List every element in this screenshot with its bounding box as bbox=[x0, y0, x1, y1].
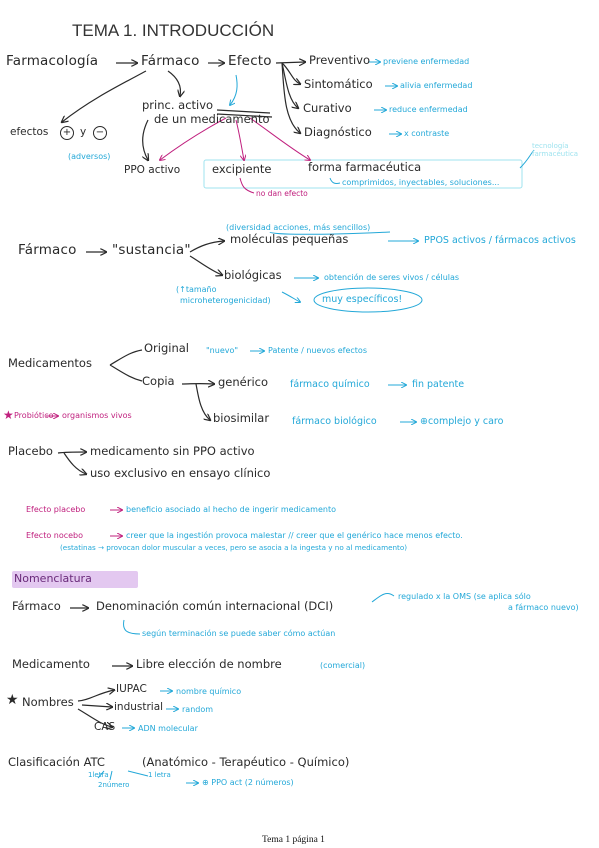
biosimilar-result: ⊕complejo y caro bbox=[420, 416, 504, 427]
effect-desc: reduce enfermedad bbox=[389, 105, 468, 114]
forma-farmaceutica-label: forma farmacéutica bbox=[308, 160, 422, 174]
page-footer: Tema 1 página 1 bbox=[262, 835, 325, 845]
nomenclatura-heading: Nomenclatura bbox=[14, 572, 92, 585]
name-type: industrial bbox=[114, 701, 164, 713]
princ-activo-line2: de un medicamento bbox=[154, 112, 270, 126]
dci-label: Denominación común internacional (DCI) bbox=[96, 599, 334, 613]
atc-letra-2: 1 letra bbox=[148, 771, 171, 779]
sustancia-label: "sustancia" bbox=[112, 242, 191, 258]
placebo-label: Placebo bbox=[8, 444, 53, 458]
effect-desc: x contraste bbox=[404, 129, 450, 138]
plus-circle-icon: + bbox=[60, 126, 74, 140]
moleculas-desc: PPOS activos / fármacos activos bbox=[424, 235, 576, 246]
moleculas-label: moléculas pequeñas bbox=[230, 232, 349, 246]
forma-ejemplos: comprimidos, inyectables, soluciones... bbox=[342, 178, 500, 187]
atc-explanation: (Anatómico - Terapéutico - Químico) bbox=[142, 755, 350, 769]
efectos-label: efectos bbox=[10, 126, 49, 138]
adversos-note: (adversos) bbox=[68, 152, 111, 161]
biosimilar-label: biosimilar bbox=[213, 411, 270, 425]
muy-especificos-note: muy específicos! bbox=[322, 294, 403, 305]
atc-letra: 1letra bbox=[88, 771, 109, 779]
atc-numero: 2número bbox=[98, 781, 130, 789]
farmaco-label-2: Fármaco bbox=[18, 242, 77, 258]
dci-note-3: según terminación se puede saber cómo ac… bbox=[142, 629, 336, 638]
libre-eleccion-label: Libre elección de nombre bbox=[136, 657, 282, 671]
effect-desc: previene enfermedad bbox=[383, 57, 470, 66]
copia-label: Copia bbox=[142, 374, 175, 388]
effect-name: Sintomático bbox=[304, 77, 373, 91]
name-type-desc: nombre químico bbox=[176, 687, 242, 696]
farmacologia-label: Farmacología bbox=[6, 53, 99, 69]
generico-label: genérico bbox=[218, 375, 269, 389]
medicamentos-label: Medicamentos bbox=[8, 356, 92, 370]
atc-ppo: ⊕ PPO act (2 números) bbox=[202, 778, 294, 787]
effect-desc: alivia enfermedad bbox=[400, 81, 473, 90]
effect-name: Preventivo bbox=[309, 53, 370, 67]
efecto-nocebo-label: Efecto nocebo bbox=[26, 531, 84, 540]
nuevo-note: "nuevo" bbox=[206, 346, 239, 355]
probiotico-desc: organismos vivos bbox=[62, 411, 132, 420]
nombres-label: Nombres bbox=[22, 695, 74, 709]
original-desc: Patente / nuevos efectos bbox=[268, 346, 367, 355]
efecto-label: Efecto bbox=[228, 53, 272, 69]
generico-desc: fármaco químico bbox=[290, 379, 370, 390]
efecto-placebo-desc: beneficio asociado al hecho de ingerir m… bbox=[126, 505, 336, 514]
no-dan-efecto-note: no dan efecto bbox=[256, 189, 308, 198]
tamano-note-2: microheterogenicidad) bbox=[180, 296, 271, 305]
placebo-line-2: uso exclusivo en ensayo clínico bbox=[90, 466, 271, 480]
y-label: y bbox=[80, 126, 87, 138]
efecto-nocebo-note: (estatinas → provocan dolor muscular a v… bbox=[60, 543, 408, 552]
name-type: IUPAC bbox=[116, 683, 147, 695]
dci-note-2: a fármaco nuevo) bbox=[508, 603, 579, 612]
excipiente-label: excipiente bbox=[212, 162, 272, 176]
farmaco-label-3: Fármaco bbox=[12, 599, 61, 613]
name-type: CAS bbox=[94, 721, 116, 733]
efecto-nocebo-desc: creer que la ingestión provoca malestar … bbox=[126, 531, 463, 540]
diversidad-note: (diversidad acciones, más sencillos) bbox=[226, 223, 371, 232]
farmaco-label: Fármaco bbox=[141, 53, 200, 69]
effect-name: Diagnóstico bbox=[304, 125, 372, 139]
ppo-activo-label: PPO activo bbox=[124, 164, 181, 176]
highlight-box bbox=[12, 571, 138, 588]
original-label: Original bbox=[144, 341, 190, 355]
tamano-note-1: (↑tamaño bbox=[176, 285, 217, 294]
probiotico-label: Probiótico bbox=[14, 411, 54, 420]
atc-label: Clasificación ATC bbox=[8, 755, 105, 769]
minus-circle-icon: − bbox=[93, 126, 107, 140]
placebo-line-1: medicamento sin PPO activo bbox=[90, 444, 255, 458]
name-type-desc: random bbox=[182, 705, 214, 714]
biologicas-label: biológicas bbox=[224, 268, 282, 282]
comercial-note: (comercial) bbox=[320, 661, 366, 670]
princ-activo-line1: princ. activo bbox=[142, 98, 214, 112]
biosimilar-desc: fármaco biológico bbox=[292, 416, 377, 427]
effect-name: Curativo bbox=[303, 101, 352, 115]
tecnologia-note: tecnología farmacéutica bbox=[532, 142, 579, 159]
star-icon: ★ bbox=[6, 692, 19, 708]
name-type-desc: ADN molecular bbox=[138, 724, 198, 733]
efecto-placebo-label: Efecto placebo bbox=[26, 505, 86, 514]
generico-result: fin patente bbox=[412, 379, 465, 390]
page-title: TEMA 1. INTRODUCCIÓN bbox=[72, 21, 275, 40]
biologicas-desc: obtención de seres vivos / células bbox=[324, 273, 460, 282]
medicamento-label: Medicamento bbox=[12, 657, 90, 671]
star-icon: ★ bbox=[3, 408, 14, 422]
dci-note-1: regulado x la OMS (se aplica sólo bbox=[398, 592, 531, 601]
